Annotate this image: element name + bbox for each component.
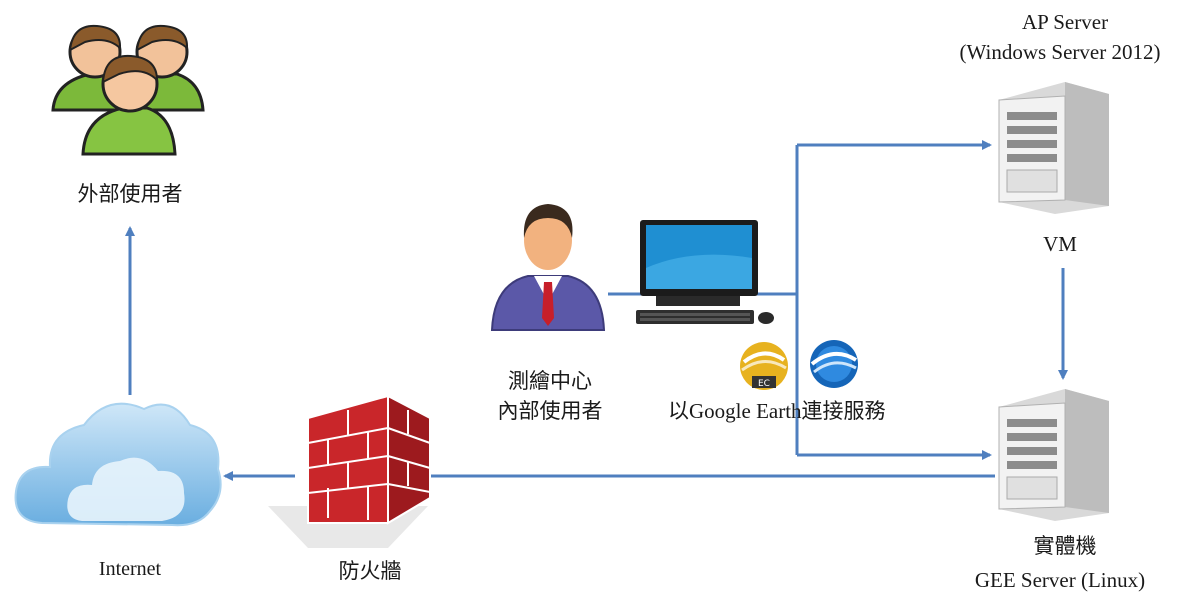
ap-server-icon — [998, 82, 1109, 214]
ap-server-title: AP Server — [1021, 10, 1109, 34]
cloud-icon — [14, 402, 222, 527]
physical-machine-label: 實體機 — [1033, 534, 1097, 558]
google-earth-icon — [810, 340, 858, 388]
internet-label: Internet — [98, 558, 162, 580]
center-name-line2: 內部使用者 — [497, 399, 603, 423]
center-name-line1: 測繪中心 — [508, 369, 592, 393]
vm-label: VM — [1043, 232, 1077, 256]
firewall-icon — [268, 394, 431, 548]
google-earth-ec-icon: EC — [740, 342, 788, 390]
service-text: 以Google Earth連接服務 — [668, 399, 886, 423]
ap-server-os: (Windows Server 2012) — [959, 40, 1161, 64]
firewall-label: 防火牆 — [338, 559, 402, 583]
users-group-icon — [51, 24, 205, 156]
desktop-computer-icon — [636, 220, 774, 324]
external-users-label: 外部使用者 — [77, 182, 183, 206]
ec-badge-text: EC — [758, 379, 770, 389]
gee-server-icon — [998, 389, 1109, 521]
gee-server-label: GEE Server (Linux) — [974, 568, 1146, 592]
business-user-icon — [490, 204, 606, 331]
service-label: 以Google Earth連接服務 — [668, 395, 886, 425]
